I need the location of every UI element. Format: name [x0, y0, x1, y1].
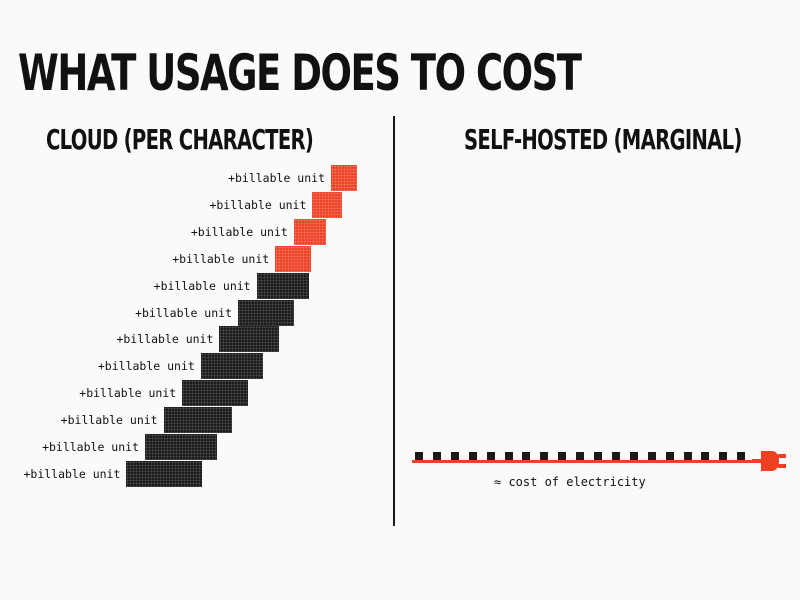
power-plug-icon	[752, 451, 786, 471]
billable-unit-label: +billable unit	[60, 413, 158, 428]
billable-unit-label: +billable unit	[42, 440, 139, 454]
line-dot	[719, 452, 728, 460]
panel-divider	[393, 116, 395, 526]
line-dot	[594, 452, 602, 460]
line-dot	[576, 452, 585, 460]
line-dot	[468, 452, 477, 460]
line-dot	[701, 452, 710, 460]
billable-unit-block	[200, 353, 264, 380]
electricity-caption: ≈ cost of electricity	[494, 475, 646, 489]
billable-unit-block	[145, 434, 217, 460]
billable-unit-block	[256, 272, 310, 299]
line-dot	[432, 452, 441, 460]
billable-unit-label: +billable unit	[79, 386, 177, 401]
line-dot	[558, 452, 567, 460]
billable-unit-label: +billable unit	[135, 305, 232, 320]
billable-unit-label: +billable unit	[116, 332, 214, 347]
billable-unit-block	[312, 191, 342, 218]
billable-unit-block	[238, 299, 294, 326]
billable-unit-label: +billable unit	[172, 251, 270, 266]
billable-unit-block	[275, 245, 311, 272]
billable-unit-label: +billable unit	[153, 278, 251, 293]
billable-unit-block	[219, 326, 279, 353]
billable-unit-label: +billable unit	[23, 466, 121, 481]
line-dot	[611, 452, 620, 460]
power-cord-line	[412, 460, 765, 463]
self-hosted-heading: SELF-HOSTED (MARGINAL)	[464, 123, 742, 156]
billable-unit-label: +billable unit	[97, 359, 195, 374]
line-dot	[737, 452, 746, 460]
cloud-heading: CLOUD (PER CHARACTER)	[46, 123, 314, 156]
line-dot	[683, 452, 692, 460]
billable-unit-label: +billable unit	[190, 224, 288, 239]
line-dot	[415, 452, 423, 460]
line-dot	[629, 452, 638, 460]
line-dot	[665, 452, 674, 460]
page-title: WHAT USAGE DOES TO COST	[18, 44, 582, 102]
line-dot	[486, 452, 495, 460]
billable-unit-block	[293, 218, 327, 245]
line-dot	[540, 452, 549, 460]
line-dot	[522, 452, 531, 460]
billable-unit-block	[182, 380, 248, 407]
line-dot	[647, 452, 656, 460]
line-dot	[450, 452, 459, 460]
billable-unit-block	[163, 407, 233, 434]
billable-unit-label: +billable unit	[209, 197, 307, 212]
billable-unit-block	[331, 165, 357, 191]
billable-unit-label: +billable unit	[228, 171, 325, 185]
billable-unit-block	[126, 460, 202, 487]
line-dot	[504, 452, 513, 460]
